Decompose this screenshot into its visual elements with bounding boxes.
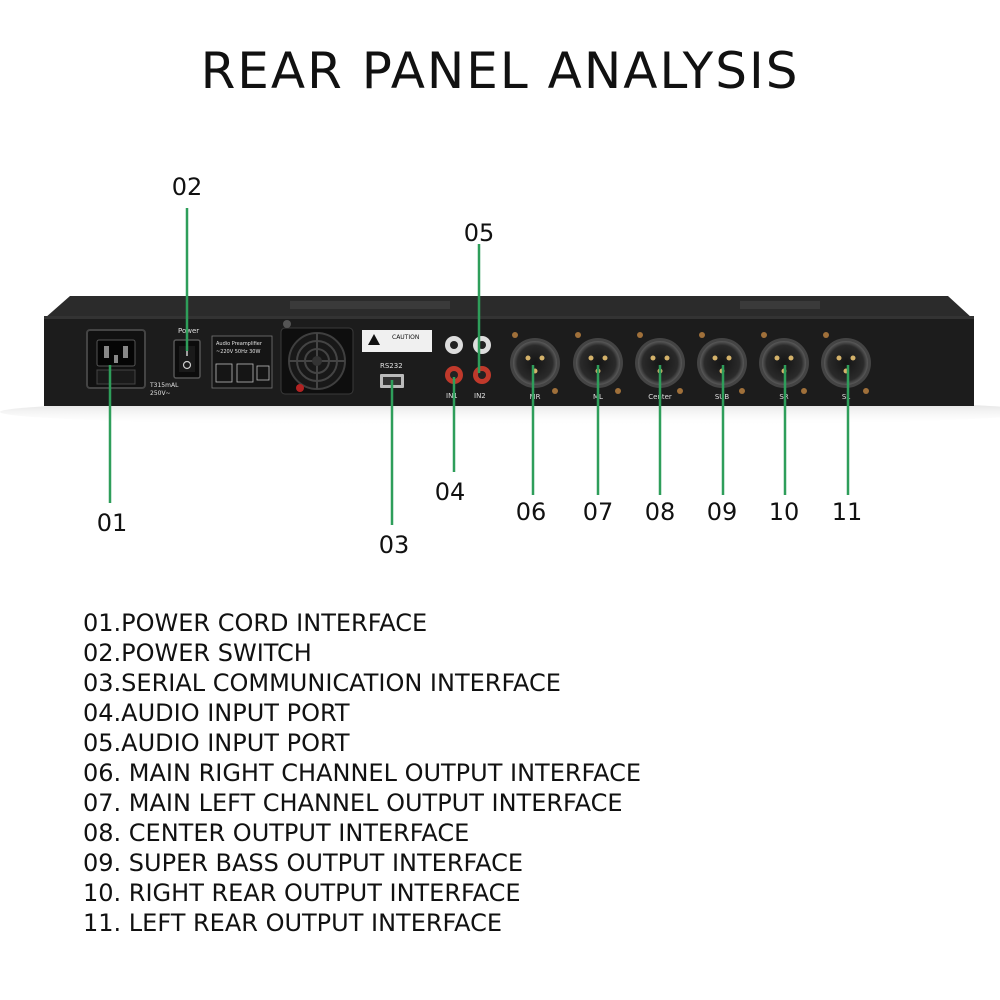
- caution-text: CAUTION: [392, 334, 419, 341]
- fuse-label-1: T315mAL: [149, 382, 179, 389]
- spec-line: ~220V 50Hz 30W: [216, 349, 260, 355]
- description-item: 01.POWER CORD INTERFACE: [83, 609, 428, 637]
- callout-05: 05: [463, 219, 495, 247]
- callout-09: 09: [706, 498, 738, 526]
- callout-06: 06: [515, 498, 547, 526]
- spec-title: Audio Preamplifier: [216, 341, 263, 347]
- page-title: REAR PANEL ANALYSIS: [200, 42, 800, 100]
- caution-label: [362, 330, 432, 352]
- xlr-label-sl: SL: [842, 393, 850, 401]
- xlr-output-sl: SL: [821, 332, 871, 401]
- callout-01: 01: [96, 509, 128, 537]
- description-item: 02.POWER SWITCH: [83, 639, 312, 667]
- description-item: 05.AUDIO INPUT PORT: [83, 729, 350, 757]
- led-indicator: [296, 384, 304, 392]
- device-top-lid: [45, 296, 972, 318]
- description-item: 06. MAIN RIGHT CHANNEL OUTPUT INTERFACE: [83, 759, 642, 787]
- rca-input-bottom-row: [445, 366, 491, 384]
- in1-label: IN1: [446, 392, 458, 400]
- callout-10: 10: [768, 498, 800, 526]
- power-switch: [173, 339, 201, 379]
- description-item: 08. CENTER OUTPUT INTERFACE: [83, 819, 470, 847]
- callout-03: 03: [378, 531, 410, 559]
- xlr-output-sr: SR: [759, 332, 809, 401]
- callout-08: 08: [644, 498, 676, 526]
- description-list: 01.POWER CORD INTERFACE 02.POWER SWITCH …: [83, 608, 641, 938]
- power-cord-inlet: [86, 329, 146, 389]
- callout-11: 11: [831, 498, 863, 526]
- spec-plate: [211, 335, 273, 389]
- cooling-fan: [280, 327, 354, 395]
- description-item: 10. RIGHT REAR OUTPUT INTERFACE: [83, 879, 521, 907]
- description-item: 11. LEFT REAR OUTPUT INTERFACE: [83, 909, 503, 937]
- callout-04: 04: [434, 478, 466, 506]
- callout-07: 07: [582, 498, 614, 526]
- rs232-label: RS232: [380, 362, 403, 370]
- rear-panel-diagram: T315mAL 250V~ Power Audio Preamplifier ~…: [0, 173, 1000, 559]
- description-item: 07. MAIN LEFT CHANNEL OUTPUT INTERFACE: [83, 789, 623, 817]
- leader-lines: [108, 208, 850, 525]
- description-item: 09. SUPER BASS OUTPUT INTERFACE: [83, 849, 524, 877]
- callout-02: 02: [171, 173, 203, 201]
- power-switch-label: Power: [178, 327, 199, 335]
- xlr-label-mr: MR: [530, 393, 541, 401]
- xlr-output-mr: MR: [510, 332, 560, 401]
- fuse-label-2: 250V~: [150, 390, 171, 397]
- in2-label: IN2: [474, 392, 486, 400]
- screw: [283, 320, 291, 328]
- rear-panel-illustration: T315mAL 250V~ Power Audio Preamplifier ~…: [0, 208, 1000, 525]
- description-item: 04.AUDIO INPUT PORT: [83, 699, 350, 727]
- description-item: 03.SERIAL COMMUNICATION INTERFACE: [83, 669, 561, 697]
- rca-input-top-row: [445, 336, 491, 354]
